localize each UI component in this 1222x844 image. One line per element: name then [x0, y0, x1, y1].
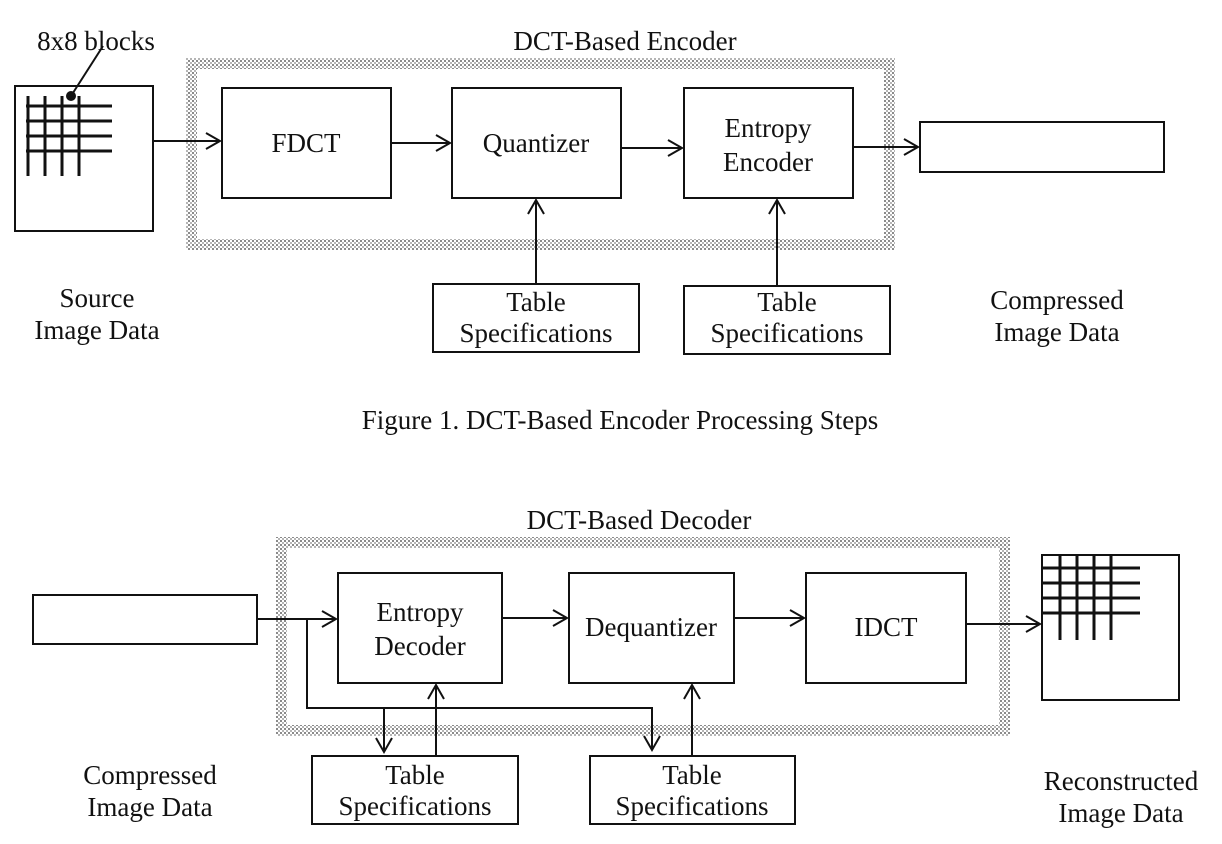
dequantizer-label: Dequantizer — [585, 612, 717, 642]
decoder-table-spec-box-1 — [311, 755, 519, 825]
encoder-flow-arrows — [153, 132, 921, 286]
encoder-table-spec-2-line-1: Table — [757, 287, 817, 317]
reconstructed-image-block-grid — [1041, 554, 1180, 701]
entropy-encoder-label-2: Encoder — [723, 147, 813, 177]
idct-label: IDCT — [855, 612, 918, 642]
encoder-table-spec-box-2 — [683, 285, 891, 355]
source-image-label-2: Image Data — [34, 315, 159, 345]
decoder-table-spec-2-line-1: Table — [662, 760, 722, 790]
encoder-table-spec-2-line-2: Specifications — [711, 318, 864, 348]
encoder-table-spec-box-1 — [432, 283, 640, 353]
decoder-table-spec-box-2 — [589, 755, 796, 825]
block-label-pointer — [70, 45, 104, 97]
decoder-section: DCT-Based Decoder Entropy Decoder Dequan… — [32, 505, 1199, 828]
reconstructed-label-1: Reconstructed — [1044, 766, 1199, 796]
decoder-compressed-label-1: Compressed — [83, 760, 217, 790]
decoder-group-title: DCT-Based Decoder — [527, 505, 752, 535]
encoder-table-spec-1-line-2: Specifications — [460, 318, 613, 348]
compressed-input-box — [32, 594, 258, 645]
quantizer-label: Quantizer — [483, 128, 589, 158]
encoder-table-spec-1-line-1: Table — [506, 287, 566, 317]
encoder-compressed-label-1: Compressed — [990, 285, 1124, 315]
idct-box — [805, 572, 967, 684]
fdct-box — [221, 87, 392, 199]
fdct-label: FDCT — [271, 128, 341, 158]
decoder-flow-arrows — [257, 609, 1043, 756]
encoder-compressed-label-2: Image Data — [994, 317, 1119, 347]
blocks-label: 8x8 blocks — [37, 26, 155, 56]
entropy-encoder-label-1: Entropy — [725, 113, 812, 143]
encoder-group-title: DCT-Based Encoder — [513, 26, 736, 56]
compressed-output-box — [919, 121, 1165, 173]
entropy-decoder-label-2: Decoder — [374, 631, 465, 661]
entropy-decoder-box — [337, 572, 503, 684]
source-image-label-1: Source — [60, 283, 135, 313]
figure-caption: Figure 1. DCT-Based Encoder Processing S… — [362, 405, 878, 435]
source-image-block-grid — [14, 45, 154, 232]
encoder-section: DCT-Based Encoder 8x8 blocks FDCT Quanti… — [14, 26, 1165, 435]
entropy-decoder-label-1: Entropy — [377, 597, 464, 627]
dequantizer-box — [568, 572, 735, 684]
decoder-table-spec-2-line-2: Specifications — [616, 791, 769, 821]
decoder-table-spec-1-line-1: Table — [385, 760, 445, 790]
reconstructed-label-2: Image Data — [1058, 798, 1183, 828]
entropy-encoder-box — [683, 87, 854, 199]
decoder-table-spec-1-line-2: Specifications — [339, 791, 492, 821]
decoder-compressed-label-2: Image Data — [87, 792, 212, 822]
